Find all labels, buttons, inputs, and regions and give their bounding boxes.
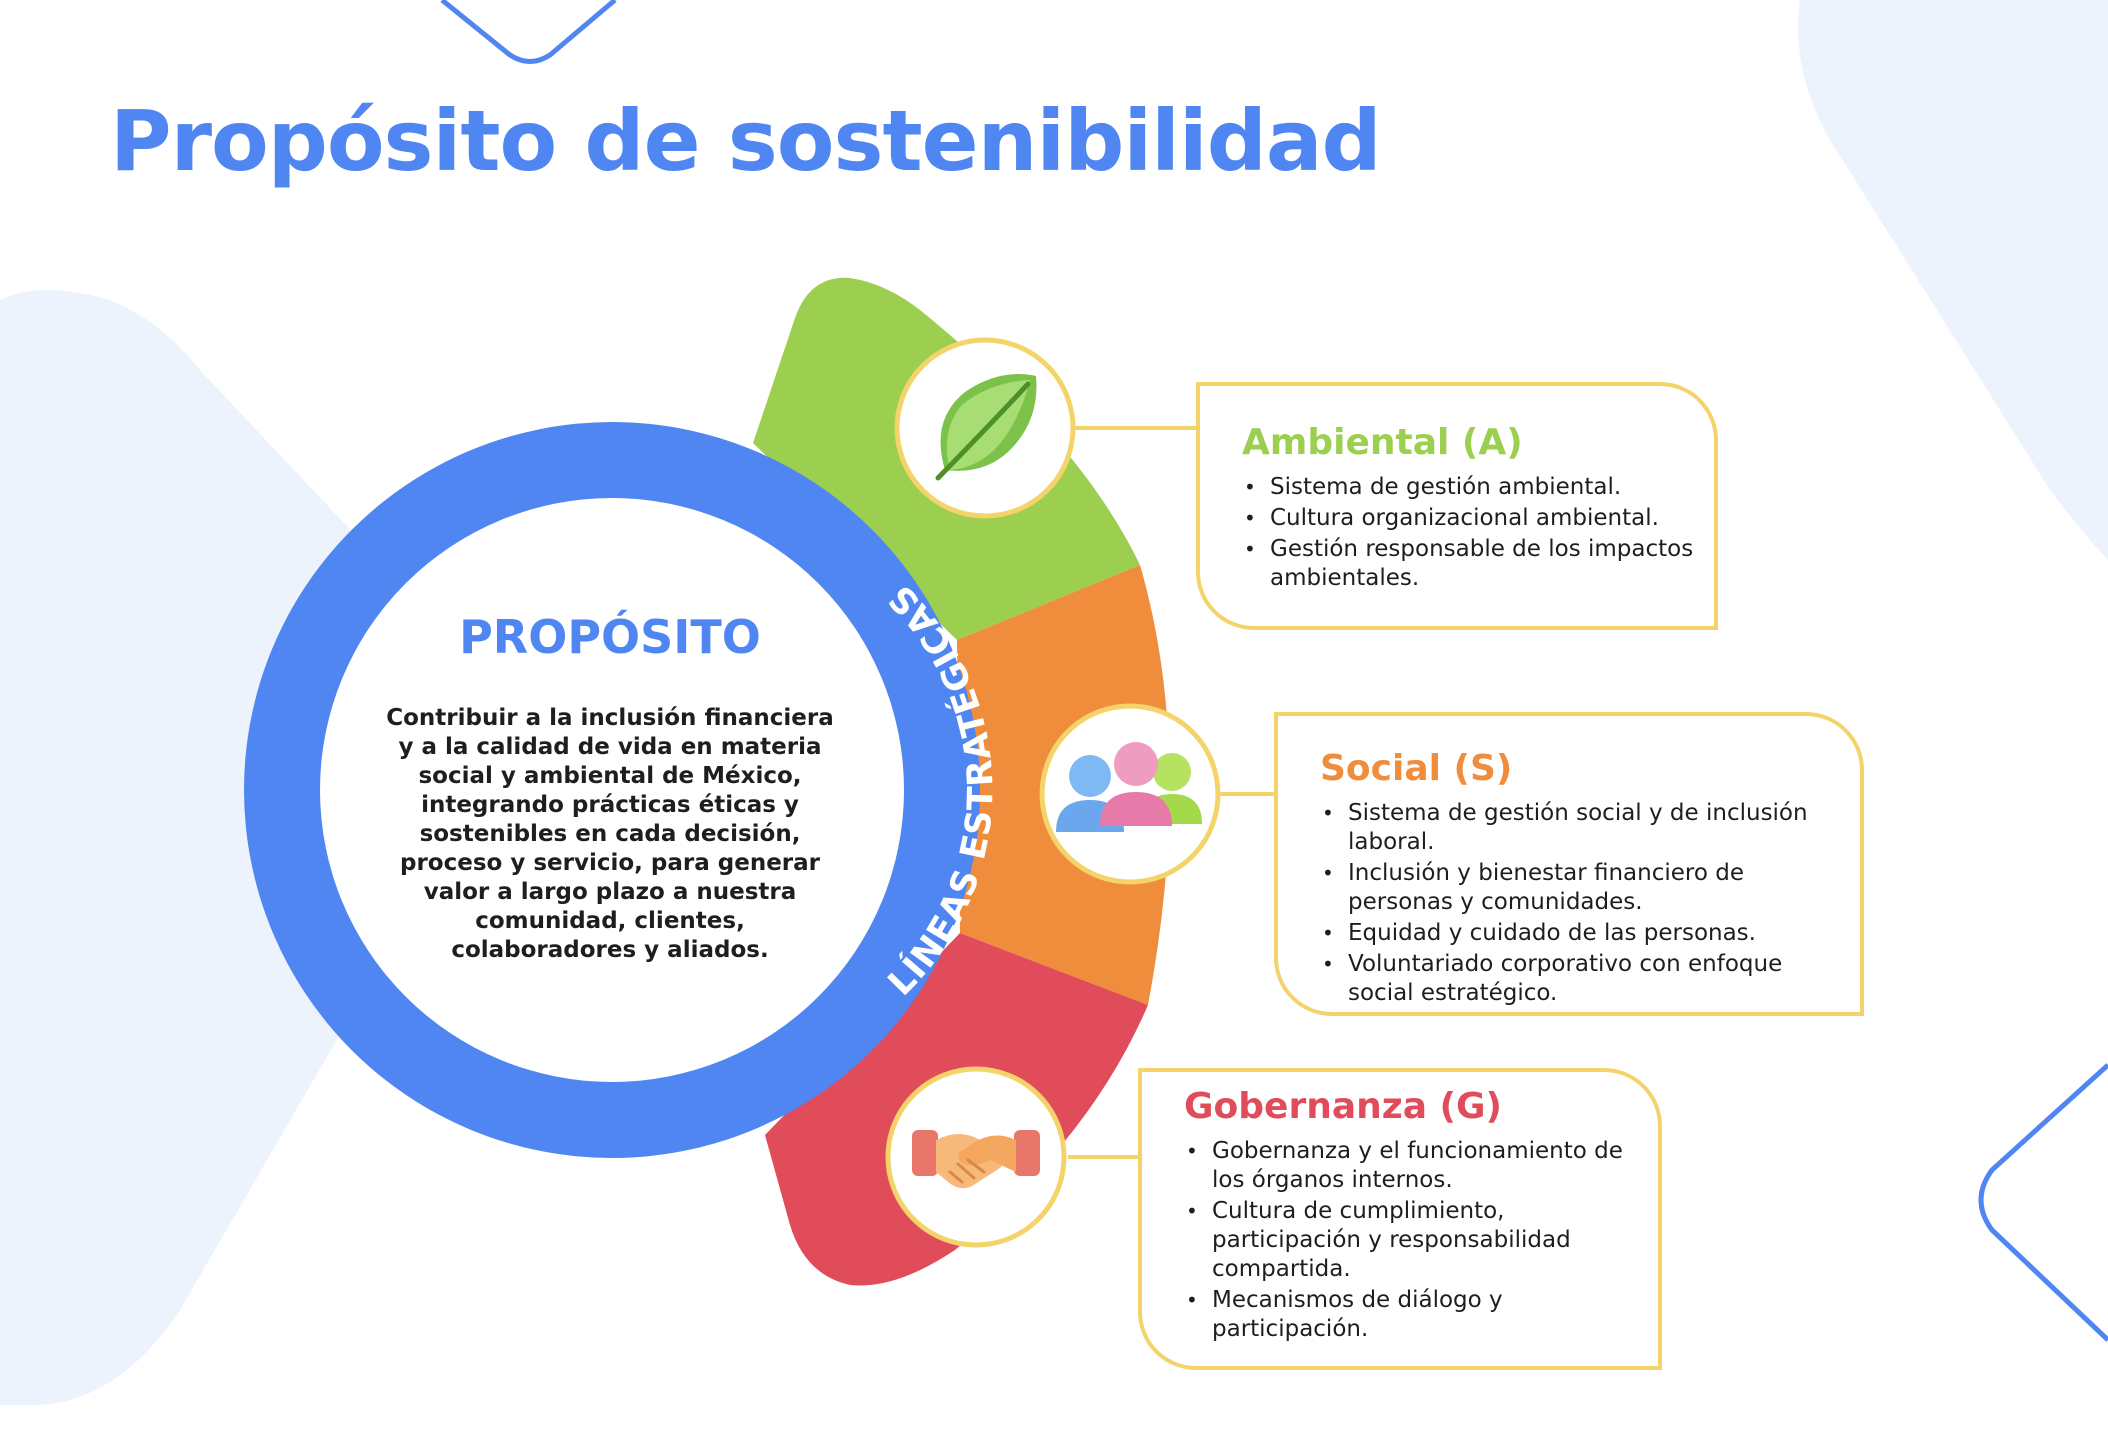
list-item: Voluntariado corporativo con enfoque soc… bbox=[1322, 950, 1840, 1008]
list-social: Sistema de gestión social y de inclusión… bbox=[1320, 799, 1840, 1008]
people-group-icon bbox=[1056, 742, 1202, 832]
card-gobernanza: Gobernanza (G) Gobernanza y el funcionam… bbox=[1138, 1068, 1662, 1370]
purpose-line: comunidad, clientes, bbox=[475, 908, 745, 934]
leaf-icon bbox=[935, 374, 1037, 481]
card-title-gobernanza: Gobernanza (G) bbox=[1184, 1086, 1503, 1127]
purpose-description: Contribuir a la inclusión financiera y a… bbox=[380, 704, 840, 965]
purpose-line: valor a largo plazo a nuestra bbox=[423, 879, 797, 905]
bg-blob-left bbox=[0, 290, 360, 1405]
icon-circle-social bbox=[1039, 703, 1221, 885]
purpose-center: PROPÓSITO Contribuir a la inclusión fina… bbox=[380, 610, 840, 965]
list-item: Sistema de gestión social y de inclusión… bbox=[1322, 799, 1840, 857]
purpose-line: integrando prácticas éticas y bbox=[421, 792, 799, 818]
list-item: Sistema de gestión ambiental. bbox=[1244, 473, 1694, 502]
list-item: Gestión responsable de los impactos ambi… bbox=[1244, 535, 1694, 593]
bg-blob-right bbox=[1798, 0, 2108, 560]
bg-chevron-right bbox=[1978, 1063, 2108, 1342]
purpose-heading: PROPÓSITO bbox=[459, 610, 761, 664]
list-item: Gobernanza y el funcionamiento de los ór… bbox=[1186, 1137, 1638, 1195]
list-gobernanza: Gobernanza y el funcionamiento de los ór… bbox=[1184, 1137, 1638, 1344]
page-title: Propósito de sostenibilidad bbox=[110, 92, 1382, 190]
card-title-social: Social (S) bbox=[1320, 748, 1513, 789]
purpose-line: Contribuir a la inclusión financiera bbox=[386, 705, 834, 731]
purpose-core bbox=[320, 498, 904, 1082]
icon-circle-gobernanza bbox=[885, 1066, 1067, 1248]
list-item: Equidad y cuidado de las personas. bbox=[1322, 919, 1840, 948]
purpose-line: y a la calidad de vida en materia bbox=[398, 734, 822, 760]
list-ambiental: Sistema de gestión ambiental. Cultura or… bbox=[1242, 473, 1694, 593]
purpose-line: colaboradores y aliados. bbox=[451, 937, 769, 963]
purpose-line: sostenibles en cada decisión, bbox=[419, 821, 801, 847]
card-title-ambiental: Ambiental (A) bbox=[1242, 422, 1523, 463]
list-item: Cultura organizacional ambiental. bbox=[1244, 504, 1694, 533]
handshake-icon bbox=[912, 1130, 1040, 1189]
list-item: Mecanismos de diálogo y participación. bbox=[1186, 1286, 1638, 1344]
card-social: Social (S) Sistema de gestión social y d… bbox=[1274, 712, 1864, 1016]
purpose-line: proceso y servicio, para generar bbox=[399, 850, 820, 876]
purpose-line: social y ambiental de México, bbox=[418, 763, 802, 789]
list-item: Inclusión y bienestar financiero de pers… bbox=[1322, 859, 1840, 917]
icon-circle-ambiental bbox=[894, 337, 1076, 519]
card-ambiental: Ambiental (A) Sistema de gestión ambient… bbox=[1196, 382, 1718, 630]
bg-chevron-top bbox=[440, 0, 617, 64]
list-item: Cultura de cumplimiento, participación y… bbox=[1186, 1197, 1638, 1284]
